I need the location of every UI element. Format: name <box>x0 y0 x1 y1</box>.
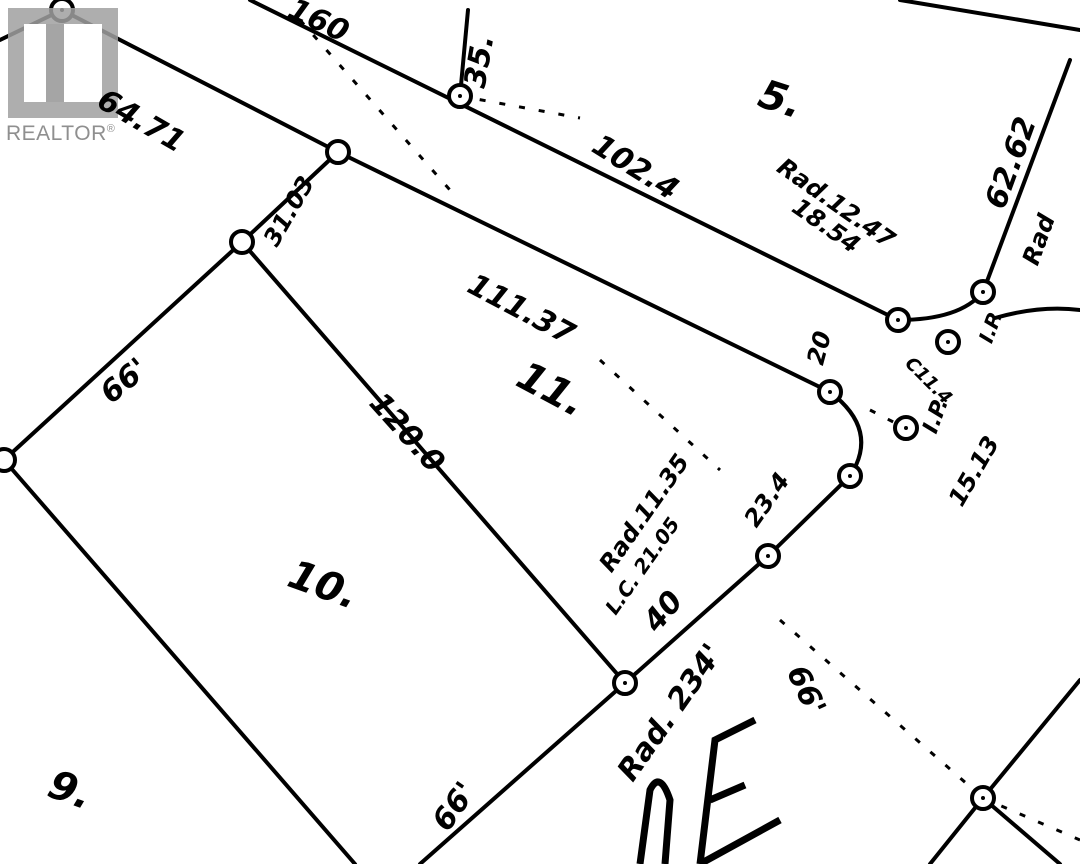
realtor-watermark: REALTOR® <box>6 6 124 146</box>
realtor-text: REALTOR <box>6 122 107 145</box>
